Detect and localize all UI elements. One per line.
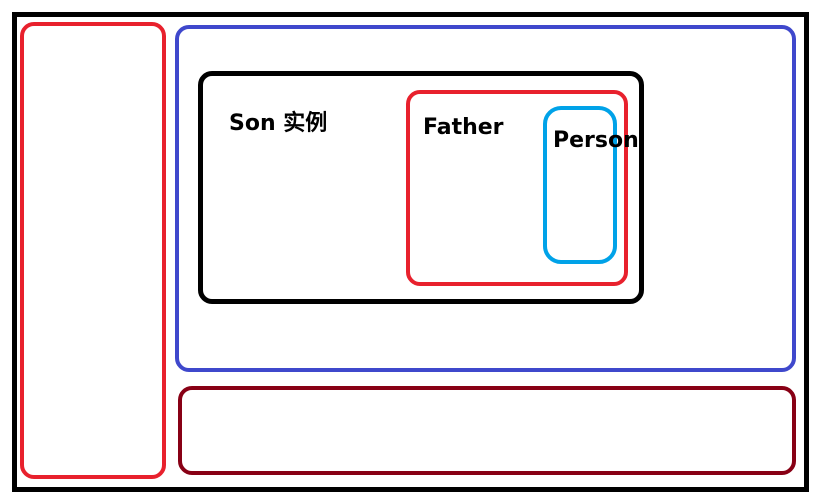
main-panel xyxy=(175,25,796,372)
outer-frame xyxy=(12,12,809,492)
son-instance-box xyxy=(198,71,644,304)
bottom-panel xyxy=(178,386,796,475)
person-label: Person xyxy=(553,128,639,153)
father-label: Father xyxy=(423,115,504,140)
father-box xyxy=(406,90,628,286)
person-box xyxy=(543,106,617,264)
son-instance-label: Son 实例 xyxy=(229,111,328,136)
left-panel xyxy=(20,22,166,479)
